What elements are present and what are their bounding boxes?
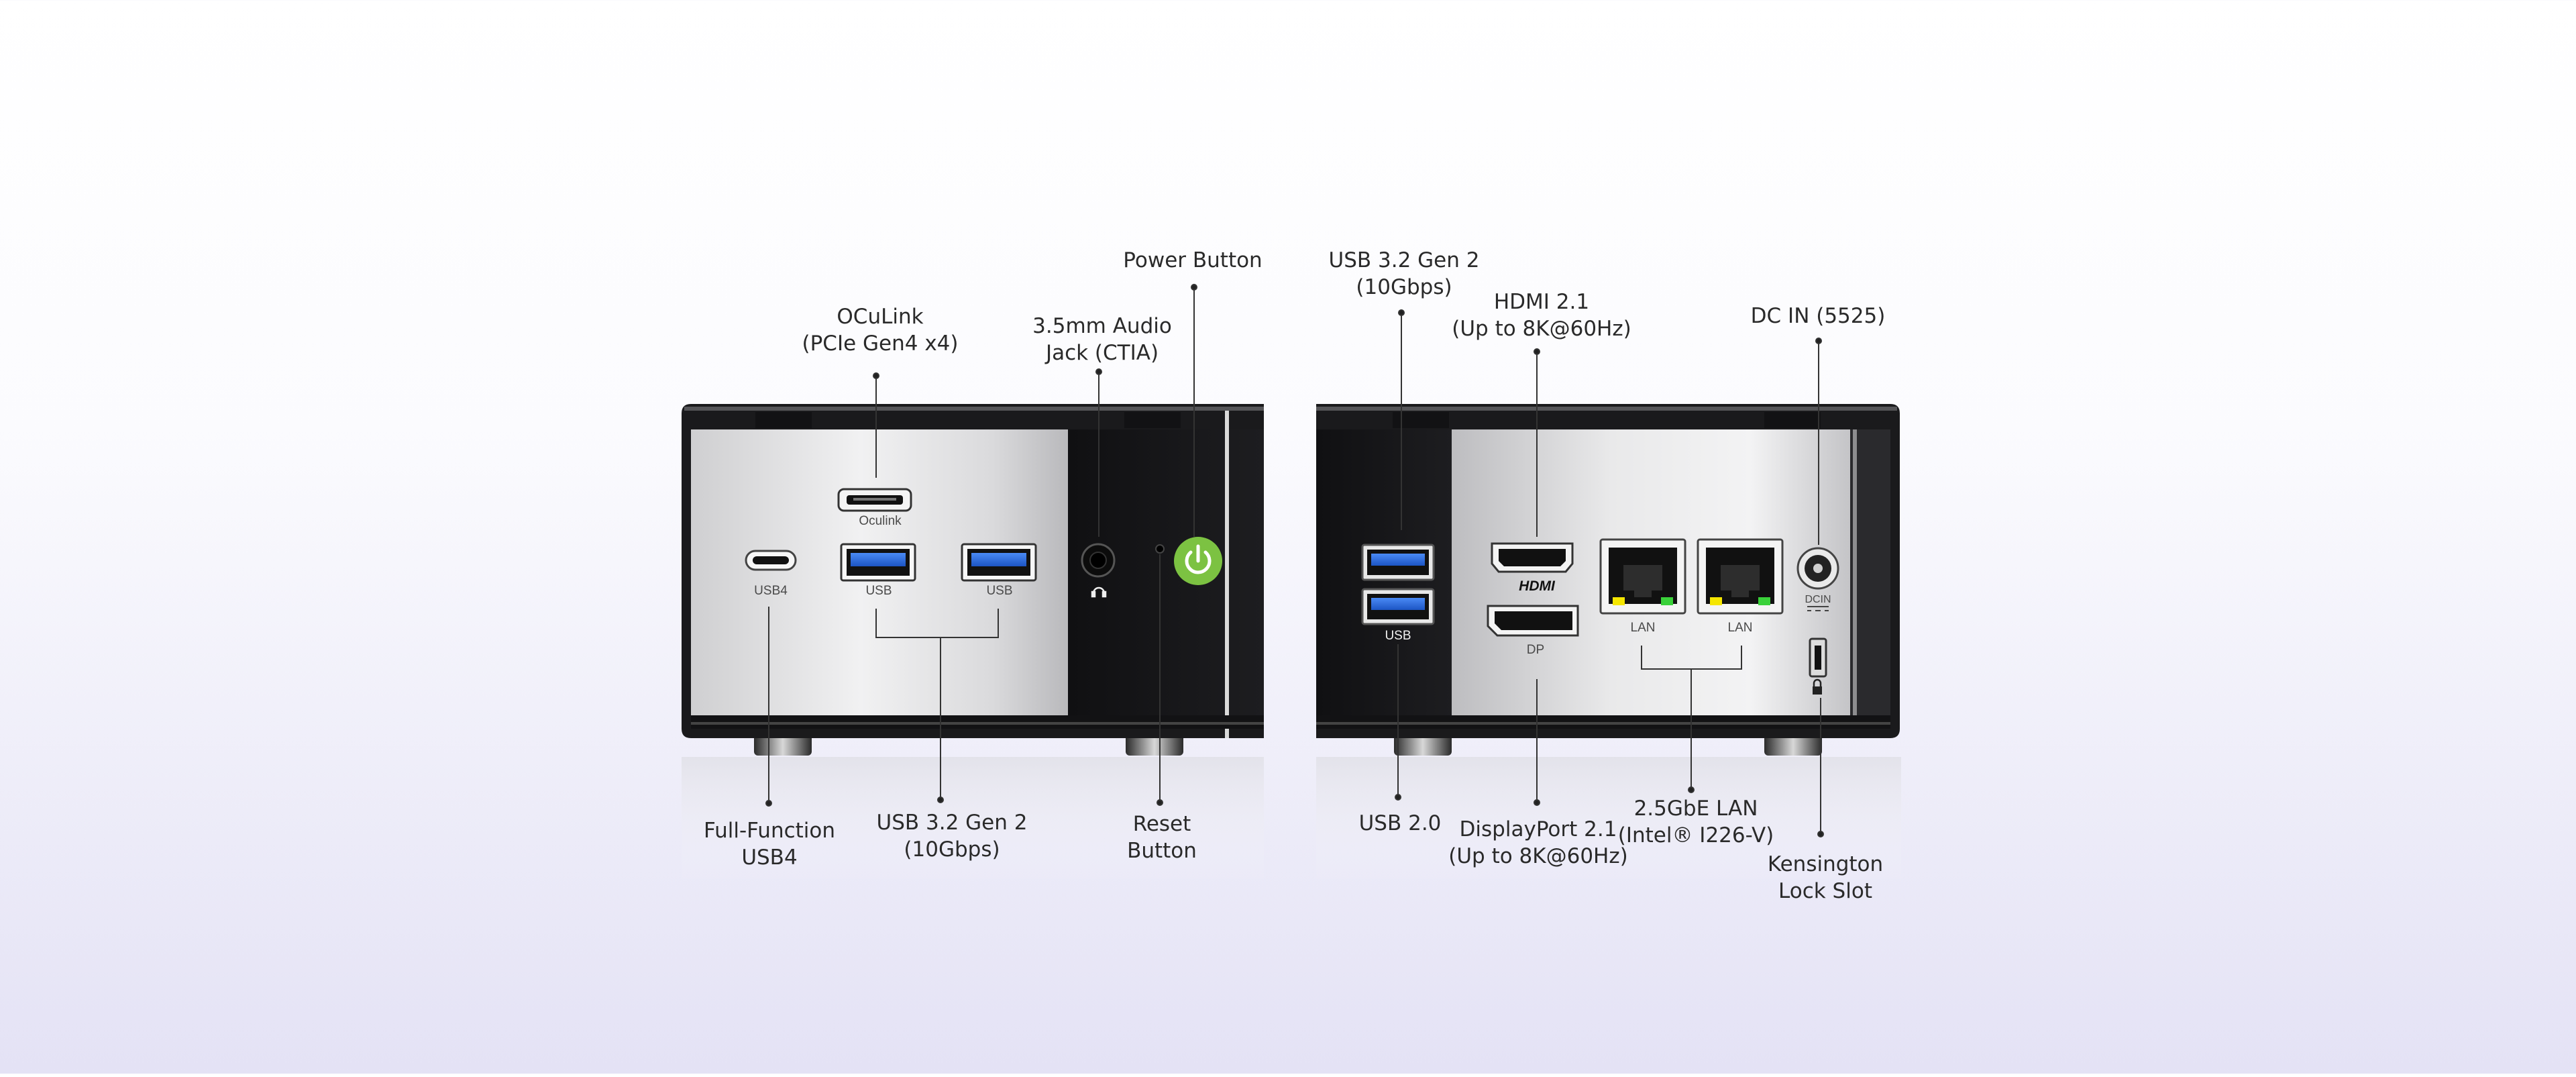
rear-foot-right [1764, 733, 1822, 756]
callout-usb4: Full-Function USB4 [704, 817, 835, 871]
callout-reset-button-line1: Reset [1132, 812, 1191, 836]
callout-dc-in-line1: DC IN (5525) [1750, 304, 1886, 328]
power-icon [1185, 544, 1212, 574]
lan1-led-yellow [1613, 597, 1625, 605]
callout-usb32-rear: USB 3.2 Gen 2 (10Gbps) [1329, 247, 1480, 301]
front-panel: Oculink USB4 USB USB [682, 404, 1264, 884]
callout-usb20: USB 2.0 [1359, 810, 1442, 837]
callout-dc-in: DC IN (5525) [1751, 303, 1886, 329]
lan2-led-green [1758, 597, 1770, 605]
callout-usb4-line1: Full-Function [703, 819, 836, 843]
callout-audio-jack-line2: Jack (CTIA) [1045, 341, 1159, 365]
displayport-port[interactable] [1487, 605, 1579, 637]
callout-oculink: OCuLink (PCIe Gen4 x4) [802, 303, 959, 357]
callout-power-button: Power Button [1123, 247, 1262, 274]
usb-a-port-rear-bottom[interactable] [1361, 588, 1435, 625]
callout-displayport: DisplayPort 2.1 (Up to 8K@60Hz) [1448, 816, 1627, 870]
callout-kensington: Kensington Lock Slot [1768, 851, 1883, 905]
hdmi-port[interactable] [1491, 542, 1574, 573]
front-reflection [682, 757, 1264, 884]
callout-usb32-rear-line1: USB 3.2 Gen 2 [1328, 248, 1480, 272]
usb-a2-port-label: USB [986, 584, 1012, 598]
lan2-led-yellow [1710, 597, 1722, 605]
callout-lan: 2.5GbE LAN (Intel® I226-V) [1618, 795, 1774, 849]
headset-icon [1091, 586, 1107, 598]
rear-reflection [1316, 757, 1901, 884]
front-foot-right [1126, 733, 1183, 756]
usb4-port-label: USB4 [754, 584, 788, 598]
lan2-port-label: LAN [1728, 621, 1753, 635]
rear-foot-left [1394, 733, 1452, 756]
callout-kensington-line1: Kensington [1767, 852, 1884, 876]
leader-lines [765, 284, 1824, 837]
usb-rear-port-label: USB [1385, 629, 1411, 643]
lan-port-2[interactable] [1697, 538, 1784, 615]
callout-hdmi: HDMI 2.1 (Up to 8K@60Hz) [1452, 289, 1631, 342]
rear-panel: USB HDMI DP LAN LAN DCIN [1316, 404, 1901, 884]
callout-displayport-line2: (Up to 8K@60Hz) [1448, 844, 1628, 868]
callout-kensington-line2: Lock Slot [1778, 879, 1872, 903]
usb-a-port-rear-top[interactable] [1361, 544, 1435, 581]
callout-reset-button: Reset Button [1127, 811, 1197, 864]
callout-displayport-line1: DisplayPort 2.1 [1459, 817, 1617, 841]
callout-oculink-line2: (PCIe Gen4 x4) [802, 331, 959, 356]
lock-icon [1813, 678, 1822, 695]
lan-port-1[interactable] [1599, 538, 1686, 615]
reset-button[interactable] [1155, 544, 1165, 554]
dc-in-port[interactable] [1796, 547, 1839, 590]
dp-port-label: DP [1527, 643, 1544, 657]
lan1-led-green [1661, 597, 1673, 605]
callout-oculink-line1: OCuLink [837, 305, 924, 329]
oculink-port-label: Oculink [859, 514, 902, 528]
hdmi-port-label: HDMI [1519, 578, 1556, 594]
callout-usb32-front-line1: USB 3.2 Gen 2 [876, 811, 1028, 835]
dcin-port-label: DCIN [1805, 594, 1831, 605]
callout-lan-line1: 2.5GbE LAN [1633, 797, 1758, 821]
callout-usb4-line2: USB4 [741, 845, 798, 870]
lan1-port-label: LAN [1631, 621, 1656, 635]
callout-power-button-line1: Power Button [1123, 248, 1263, 272]
callout-audio-jack-line1: 3.5mm Audio [1032, 314, 1172, 338]
usb-a-port-2[interactable] [961, 543, 1037, 582]
dc-symbol-icon [1807, 606, 1829, 611]
callout-reset-button-line2: Button [1127, 839, 1197, 863]
callout-usb32-front: USB 3.2 Gen 2 (10Gbps) [877, 809, 1028, 863]
audio-jack[interactable] [1081, 543, 1116, 578]
usb-a1-port-label: USB [865, 584, 892, 598]
callout-hdmi-line1: HDMI 2.1 [1493, 290, 1590, 314]
oculink-port[interactable] [837, 488, 912, 512]
callout-audio-jack: 3.5mm Audio Jack (CTIA) [1032, 313, 1172, 366]
callout-usb32-rear-line2: (10Gbps) [1356, 275, 1452, 299]
callout-usb20-line1: USB 2.0 [1358, 811, 1442, 835]
power-button[interactable] [1174, 537, 1222, 585]
callout-lan-line2: (Intel® I226-V) [1617, 823, 1774, 848]
usb4-port[interactable] [745, 550, 797, 571]
kensington-lock-slot[interactable] [1809, 637, 1827, 678]
callout-hdmi-line2: (Up to 8K@60Hz) [1452, 317, 1631, 341]
usb-a-port-1[interactable] [840, 543, 916, 582]
callout-usb32-front-line2: (10Gbps) [904, 837, 1000, 862]
